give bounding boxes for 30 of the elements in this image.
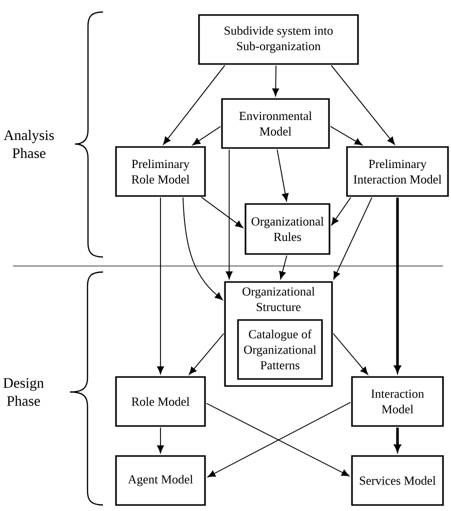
process-box: Preliminary Interaction Model [346, 146, 449, 197]
process-box: Agent Model [115, 455, 206, 506]
process-box: Preliminary Role Model [115, 146, 206, 197]
arrow [333, 197, 372, 280]
arrow [330, 126, 362, 146]
process-box: Services Model [351, 455, 444, 506]
process-box: Organizational Rules [244, 203, 330, 255]
process-box: Catalogue of Organizational Patterns [237, 319, 323, 380]
arrow [226, 149, 233, 280]
process-box: Environmental Model [221, 98, 330, 149]
arrow [332, 333, 368, 375]
arrow [182, 197, 223, 300]
arrow [330, 64, 395, 145]
phase-label: Design Phase [3, 378, 44, 406]
arrow [394, 198, 401, 373]
arrow [331, 197, 352, 226]
arrow [394, 428, 401, 452]
arrow [272, 65, 279, 96]
arrow [157, 427, 164, 454]
arrow [276, 149, 289, 202]
process-box: Subdivide system into Sub-organization [198, 14, 359, 65]
arrow [201, 196, 244, 228]
arrow [188, 333, 224, 375]
arrow [192, 126, 221, 146]
arrow [279, 255, 288, 280]
arrow [157, 197, 164, 374]
arrow [163, 64, 226, 145]
phase-label: Analysis Phase [4, 130, 54, 158]
process-box: Role Model [115, 376, 206, 427]
process-box: Interaction Model [351, 376, 444, 427]
